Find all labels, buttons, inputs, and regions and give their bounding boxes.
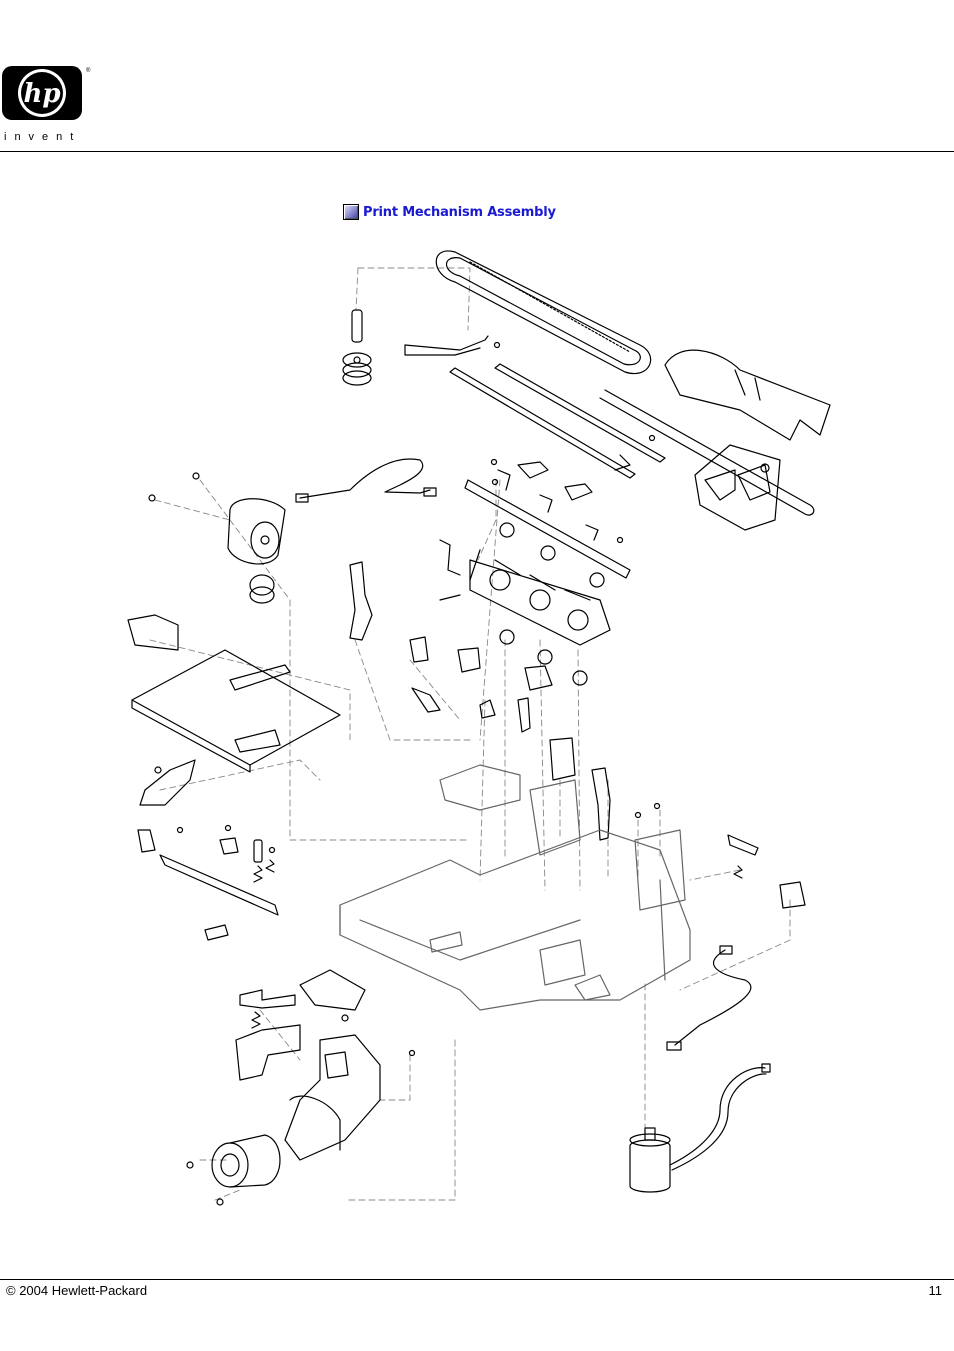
bushings [499, 522, 605, 686]
lever-bracket [349, 561, 373, 641]
hp-invent-logo: hp ® invent [2, 66, 91, 143]
leader-lines [149, 267, 791, 1201]
svg-text:®: ® [86, 67, 91, 74]
timing-belt [435, 250, 652, 375]
feed-roller-assembly [439, 539, 611, 646]
screw-set [148, 341, 661, 1206]
linkage-bar [159, 854, 279, 916]
carriage-rod [599, 389, 815, 516]
window-icon [343, 204, 359, 220]
chassis-base [339, 764, 691, 1011]
drive-motor [227, 498, 286, 604]
header-divider [0, 151, 954, 152]
footer-divider [0, 1279, 954, 1280]
footer-copyright: © 2004 Hewlett-Packard [6, 1283, 148, 1298]
sensor-cable [674, 949, 752, 1046]
pulley [342, 309, 372, 386]
carriage [694, 444, 781, 531]
solenoid [629, 1063, 771, 1193]
svg-text:hp: hp [23, 79, 60, 109]
exploded-view-diagram [127, 250, 831, 1206]
paper-tray [127, 614, 341, 773]
section-title[interactable]: Print Mechanism Assembly [343, 202, 556, 222]
pick-roller [211, 1134, 281, 1188]
ribbon-cable [299, 458, 431, 499]
flex-cable [664, 349, 831, 441]
page-number: 11 [928, 1283, 943, 1298]
section-title-link[interactable]: Print Mechanism Assembly [363, 204, 556, 220]
svg-text:invent: invent [4, 131, 81, 143]
pick-assembly [284, 1034, 381, 1161]
